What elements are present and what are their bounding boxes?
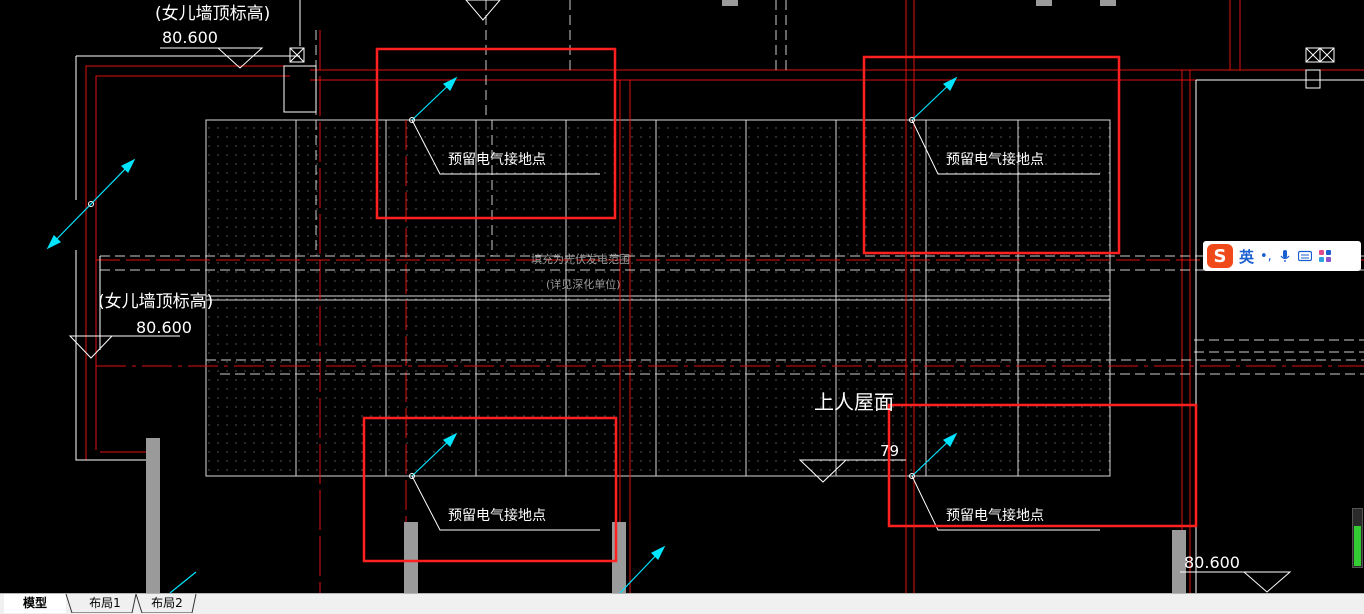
parapet-label-mid: (女儿墙顶标高) [98,292,213,312]
highlight-box-1 [375,47,617,220]
label-leaders [88,117,1100,531]
tab-layout2[interactable]: 布局2 [151,596,183,610]
elev-right: 80.600 [1184,553,1240,572]
grounding-label-2: 预留电气接地点 [946,151,1044,168]
pv-panel-grid [205,119,1111,477]
grounding-label-4: 预留电气接地点 [946,507,1044,524]
grounding-pointers [46,76,958,593]
equipment-symbols [289,47,1335,89]
highlight-box-2 [862,55,1121,255]
tab-layout1[interactable]: 布局1 [89,596,121,610]
keyboard-icon[interactable] [1297,249,1312,263]
ime-toolbar[interactable]: S 英 •, [1203,241,1361,271]
grid-icon[interactable] [1318,249,1332,263]
roof-elev: 79 [880,442,899,460]
pv-note-line1: 填充为光伏发电范围 [531,252,630,266]
ime-language-toggle[interactable]: 英 [1239,247,1255,266]
highlight-box-4 [887,403,1198,528]
tab-separators [65,594,197,613]
grounding-label-3: 预留电气接地点 [448,507,546,524]
parapet-label-top: (女儿墙顶标高) [155,4,270,24]
roof-label: 上人屋面 [814,390,894,414]
pv-note-line2: (详见深化单位) [546,277,621,291]
parapet-elev-top: 80.600 [162,28,218,47]
highlight-box-3 [362,416,618,563]
wall-lines [85,0,1364,593]
ime-punctuation-toggle[interactable]: •, [1260,248,1272,264]
cad-drawing-canvas[interactable]: (女儿墙顶标高) 80.600 (女儿墙顶标高) 80.600 填充为光伏发电范… [0,0,1364,593]
scrollbar-fill [1354,526,1361,566]
sogou-logo-icon[interactable]: S [1207,244,1233,268]
grounding-label-1: 预留电气接地点 [448,151,546,168]
tab-model[interactable]: 模型 [4,594,66,613]
layout-tabs-bar: 模型 布局1 布局2 [0,593,1364,614]
columns [146,0,1186,593]
dashed-lines [100,0,1364,375]
highlight-boxes [362,47,1198,563]
vertical-scrollbar[interactable] [1352,508,1363,568]
parapet-elev-mid: 80.600 [136,318,192,337]
mic-icon[interactable] [1278,249,1292,263]
